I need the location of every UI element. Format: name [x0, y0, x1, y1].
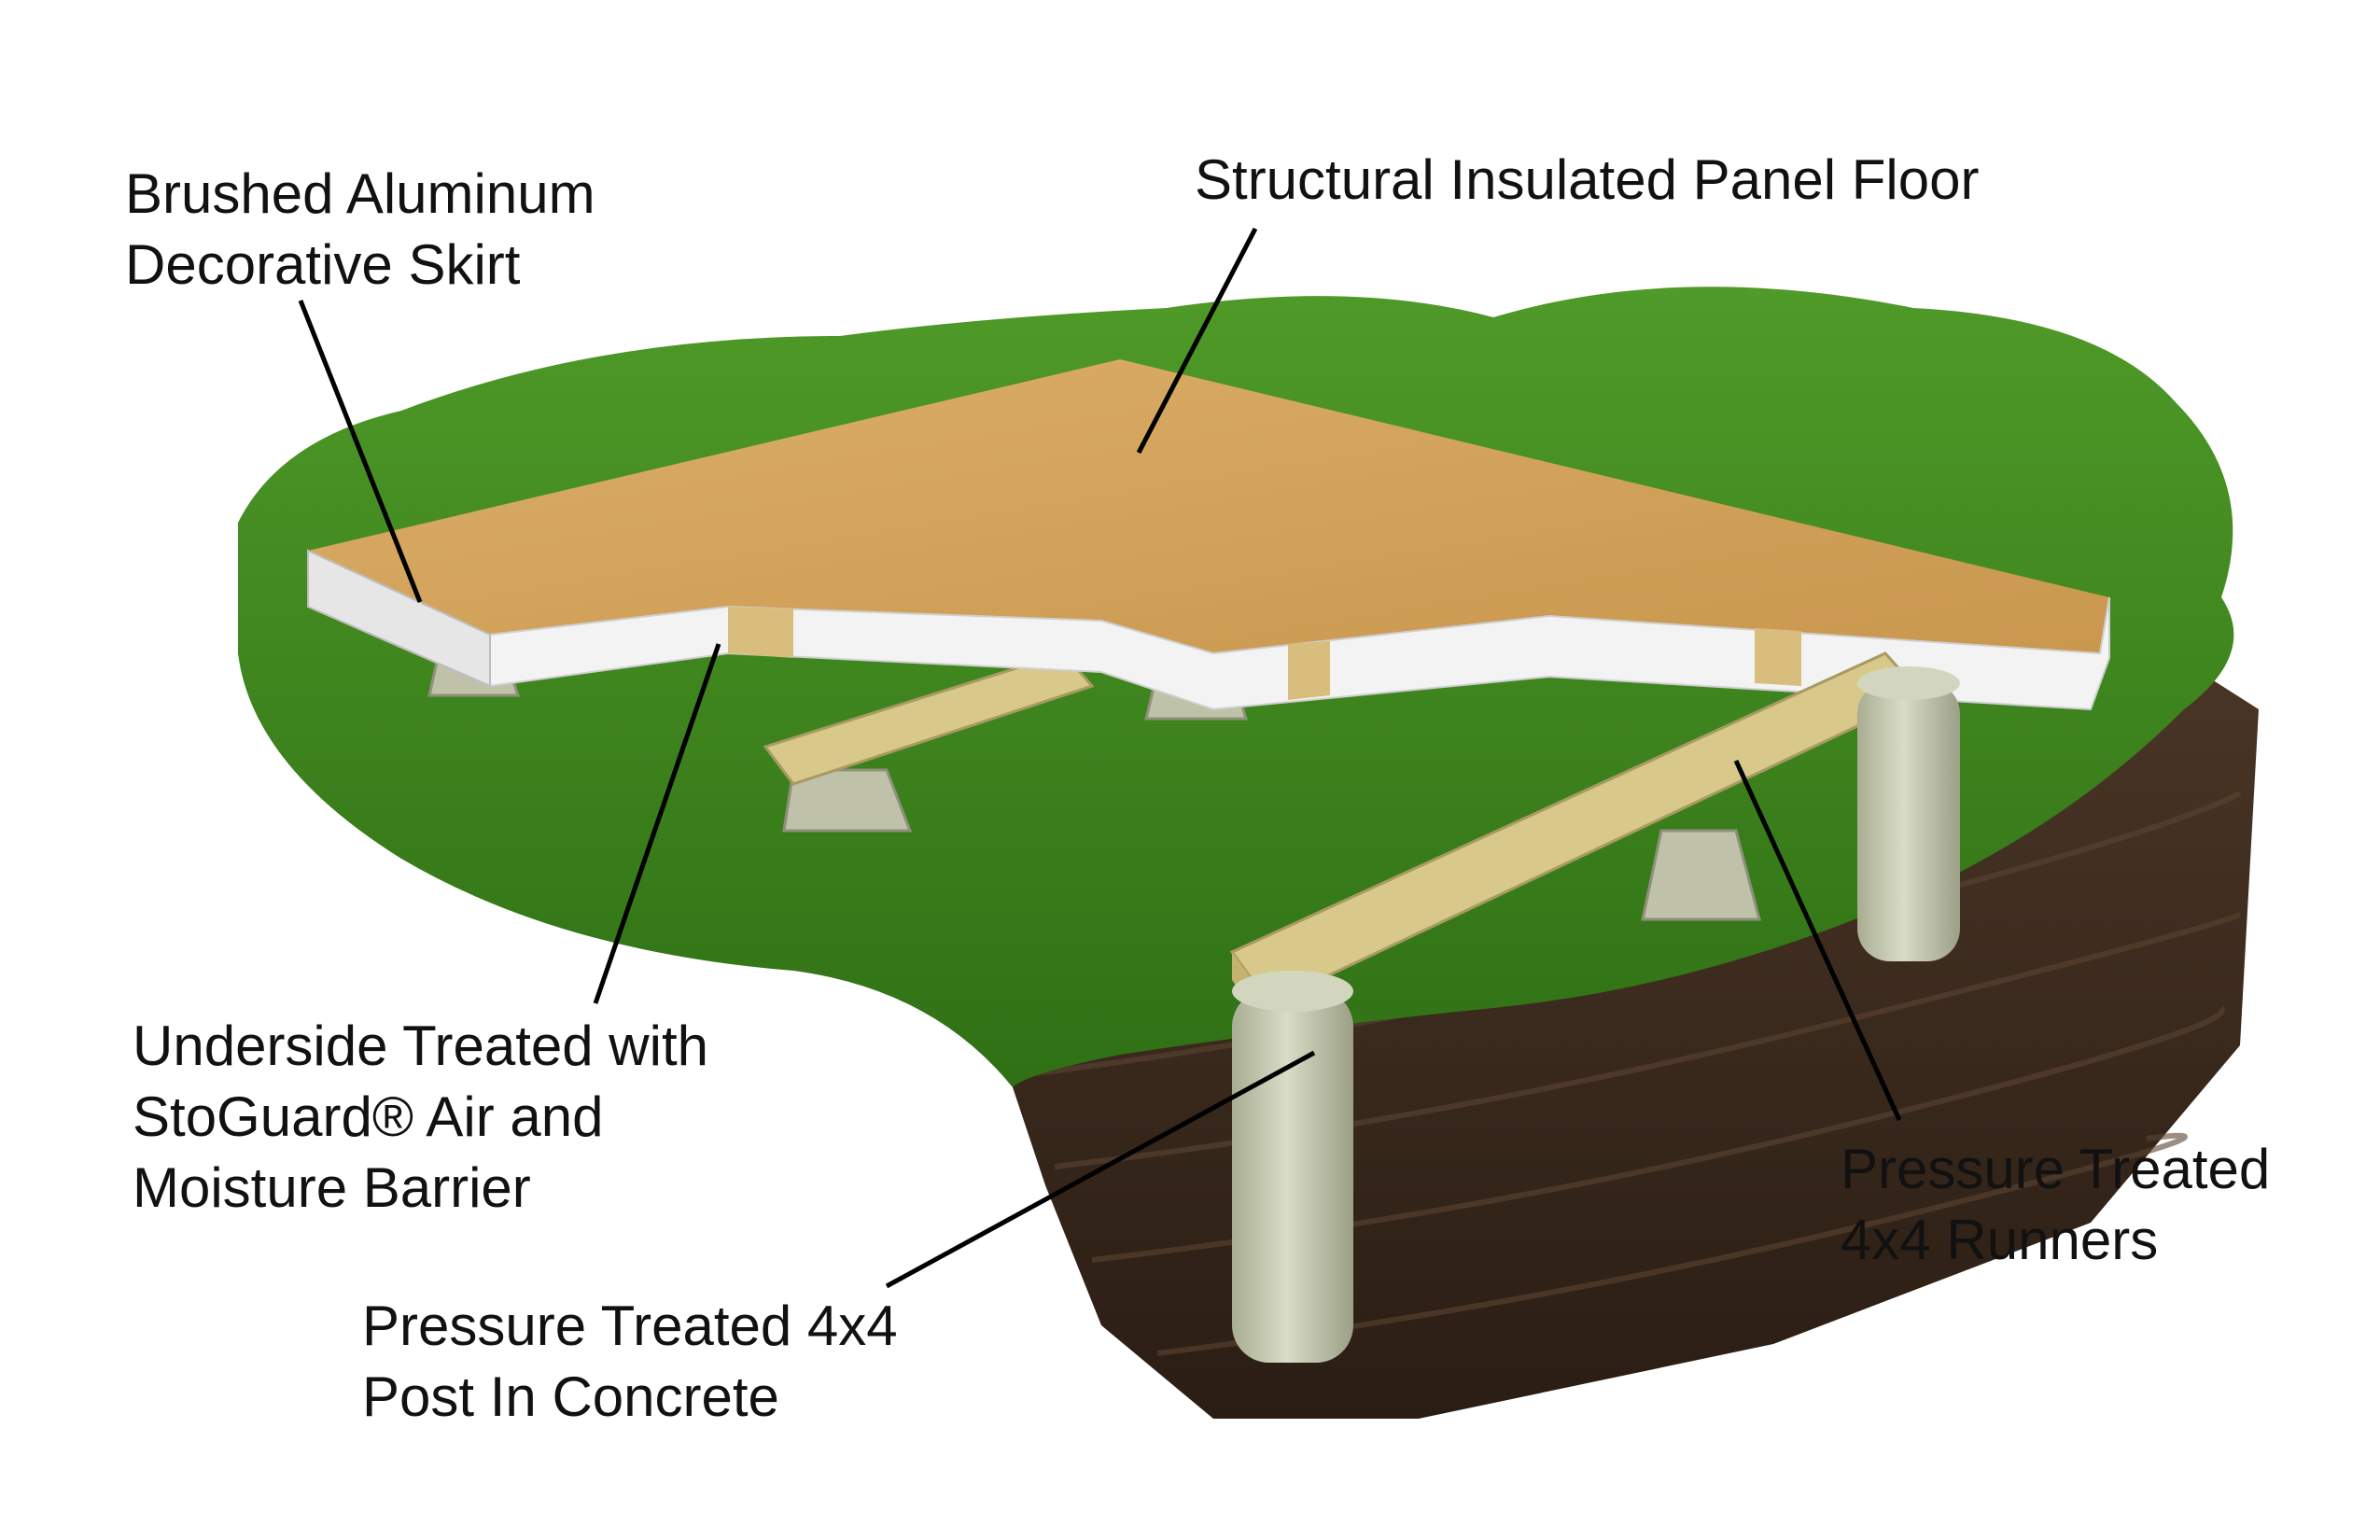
label-post-line1: Pressure Treated 4x4: [362, 1295, 898, 1357]
label-underside-line3: Moisture Barrier: [133, 1156, 531, 1219]
leader-post: [885, 1050, 1316, 1289]
label-post-line2: Post In Concrete: [362, 1365, 779, 1428]
label-aluminum-skirt: Brushed Aluminum Decorative Skirt: [125, 159, 595, 301]
leader-skirt: [298, 300, 423, 603]
label-aluminum-skirt-line1: Brushed Aluminum: [125, 162, 595, 225]
label-runners-line2: 4x4 Runners: [1841, 1209, 2159, 1271]
leader-runners: [1733, 759, 1902, 1122]
label-sip-floor: Structural Insulated Panel Floor: [1195, 145, 1979, 216]
leader-underside: [593, 643, 721, 1004]
runner-back: [763, 651, 1095, 786]
sip-floor-panel: [307, 359, 2110, 711]
leader-lines: [298, 227, 1902, 1289]
label-runners: Pressure Treated 4x4 Runners: [1841, 1134, 2270, 1276]
label-underside-line1: Underside Treated with: [133, 1015, 708, 1077]
leader-sip-floor: [1136, 227, 1258, 455]
label-underside-treatment: Underside Treated with StoGuard® Air and…: [133, 1011, 708, 1224]
label-aluminum-skirt-line2: Decorative Skirt: [125, 233, 521, 296]
label-runners-line1: Pressure Treated: [1841, 1138, 2271, 1200]
label-sip-floor-line1: Structural Insulated Panel Floor: [1195, 148, 1980, 211]
label-underside-line2: StoGuard® Air and: [133, 1085, 604, 1148]
label-post-in-concrete: Pressure Treated 4x4 Post In Concrete: [362, 1291, 898, 1433]
